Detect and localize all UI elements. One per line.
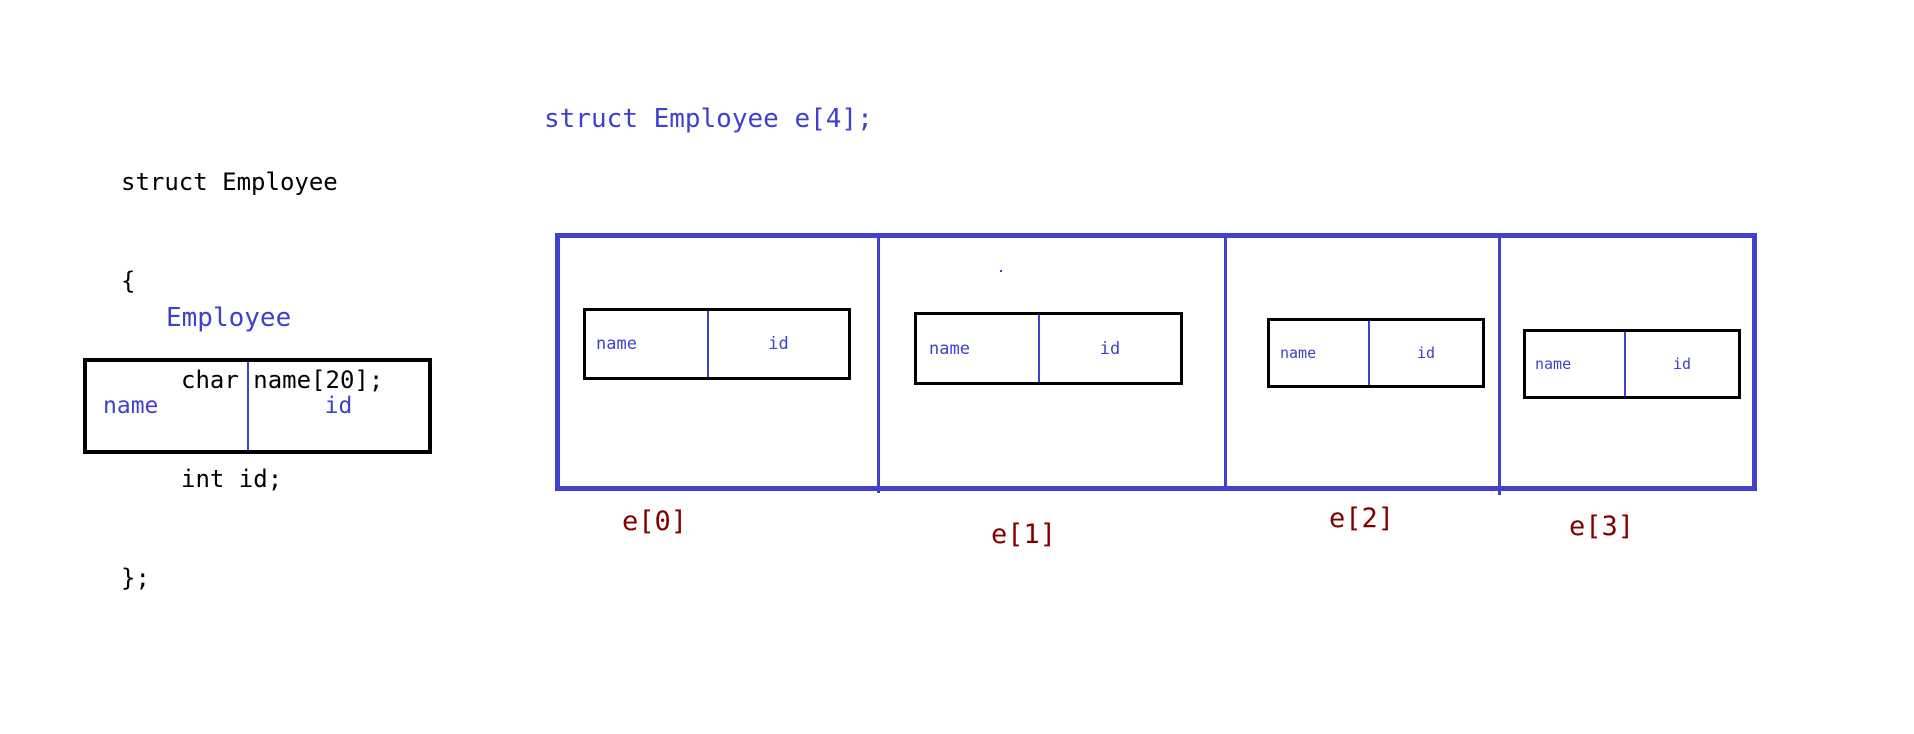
employee-struct-box: name id xyxy=(83,358,432,454)
array-cell-divider-1 xyxy=(877,233,880,493)
array-element-3-box: name id xyxy=(1523,329,1741,399)
element-0-field-name: name xyxy=(596,334,637,354)
struct-definition-code: struct Employee { char name[20]; int id;… xyxy=(121,100,383,628)
array-cell-divider-2 xyxy=(1224,233,1227,488)
struct-field-divider xyxy=(247,362,249,450)
index-label-e0: e[0] xyxy=(622,506,688,537)
code-line-name-member: char name[20]; xyxy=(181,366,384,394)
employee-array-box xyxy=(555,233,1757,491)
element-1-divider xyxy=(1038,315,1040,382)
employee-struct-label: Employee xyxy=(166,303,292,333)
code-line-id-member: int id; xyxy=(181,465,283,493)
array-element-1-box: name id xyxy=(914,312,1183,385)
element-2-divider xyxy=(1368,321,1370,385)
array-element-0-box: name id xyxy=(583,308,851,380)
struct-field-id: id xyxy=(324,393,353,419)
element-3-field-id: id xyxy=(1672,355,1692,373)
element-0-field-id: id xyxy=(768,334,789,354)
code-line-struct-header: struct Employee xyxy=(121,168,338,196)
element-2-field-id: id xyxy=(1416,344,1436,362)
array-cell-divider-3 xyxy=(1498,233,1501,495)
array-element-2-box: name id xyxy=(1267,318,1485,388)
element-3-divider xyxy=(1624,332,1626,396)
element-1-field-name: name xyxy=(929,338,970,359)
struct-field-name: name xyxy=(103,393,159,419)
index-label-e1: e[1] xyxy=(991,519,1057,550)
stray-mark xyxy=(1000,270,1002,272)
code-line-open-brace: { xyxy=(121,267,136,295)
element-0-divider xyxy=(707,311,709,377)
index-label-e3: e[3] xyxy=(1569,511,1635,542)
element-1-field-id: id xyxy=(1099,338,1121,359)
element-3-field-name: name xyxy=(1535,355,1572,373)
array-declaration: struct Employee e[4]; xyxy=(544,104,873,134)
element-2-field-name: name xyxy=(1280,344,1317,362)
index-label-e2: e[2] xyxy=(1329,503,1395,534)
code-line-close-brace: }; xyxy=(121,564,150,592)
